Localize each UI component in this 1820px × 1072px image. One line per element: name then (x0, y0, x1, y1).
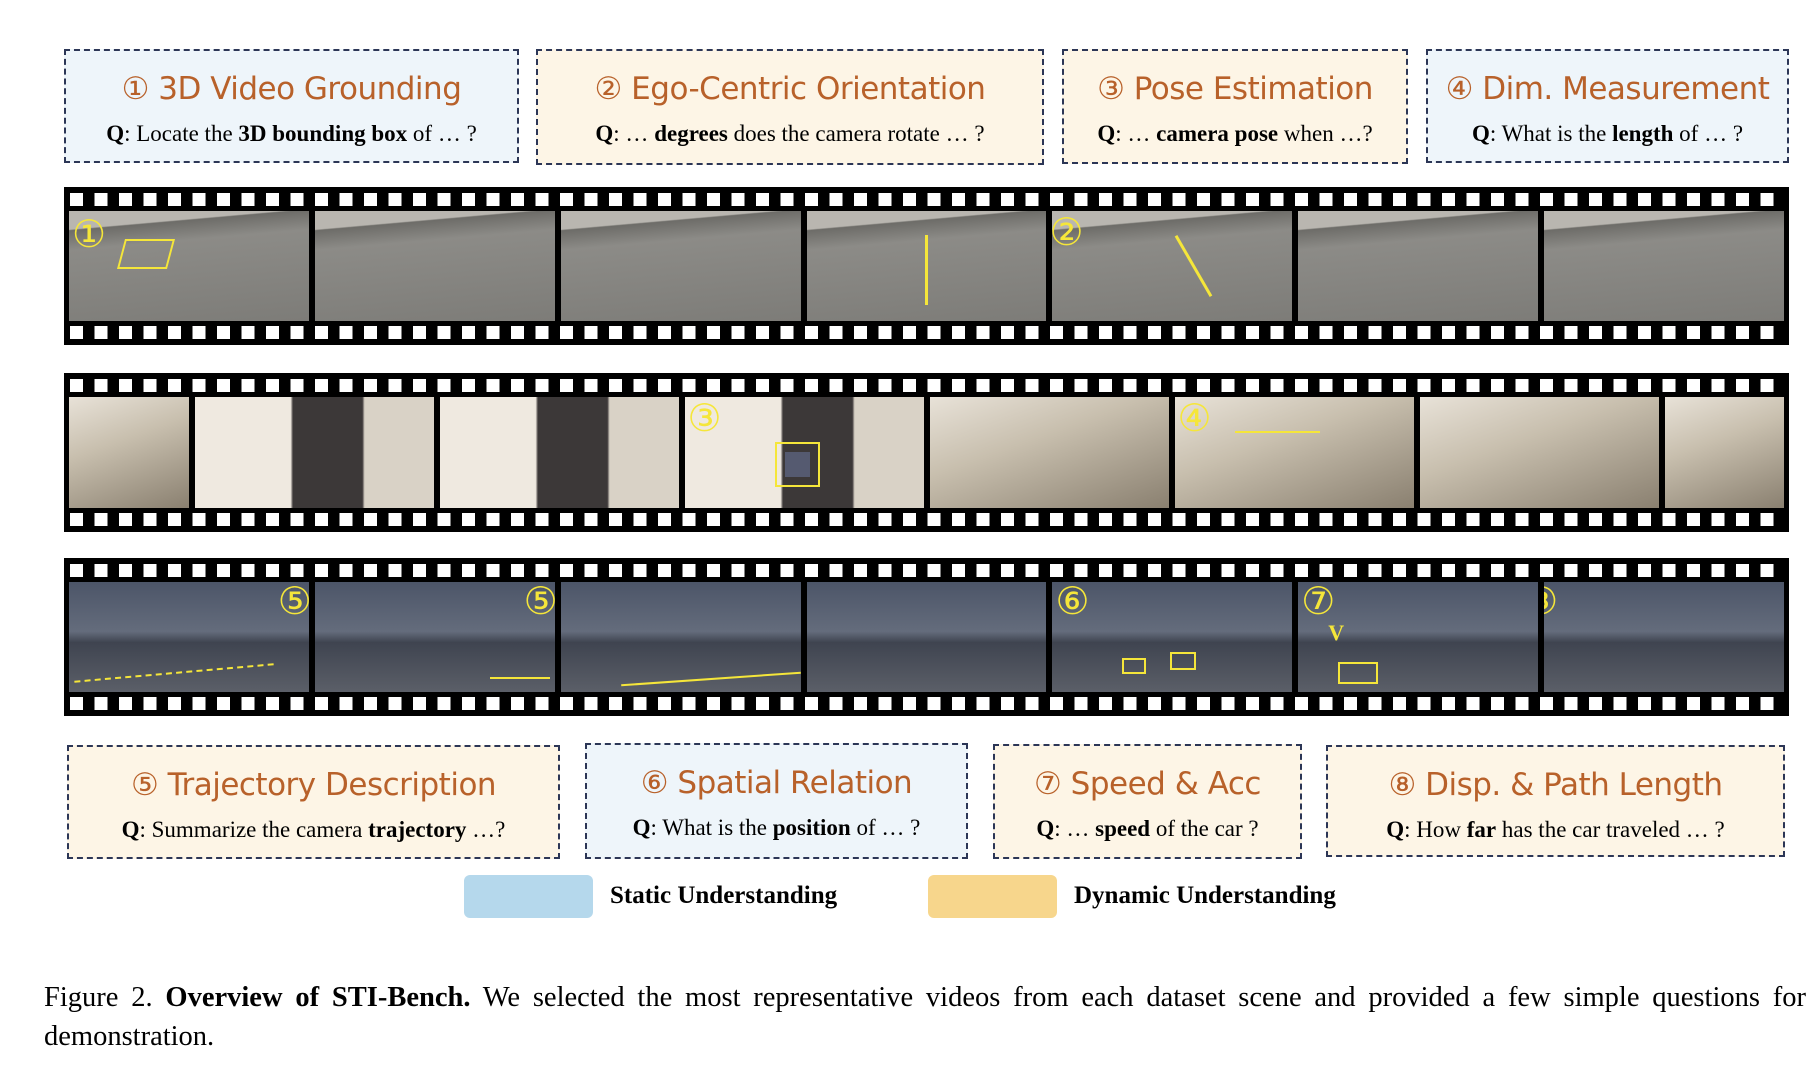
figure-caption: Figure 2. Overview of STI-Bench. We sele… (44, 982, 1806, 1052)
pose-axes-icon (774, 442, 820, 487)
task-card-dim-measurement: ④ Dim. Measurement Q: What is the length… (1426, 49, 1789, 163)
video-frame (806, 582, 1047, 692)
task-title: ① 3D Video Grounding (121, 71, 462, 107)
annotation-number: ② (1052, 211, 1084, 254)
task-question: Q: … camera pose when …? (1097, 121, 1373, 146)
video-frame: ⑦ V (1298, 582, 1539, 692)
film-strip-driving: ⑤ ⑤ ⑥ ⑦ V ⑧ (64, 558, 1789, 716)
task-card-trajectory-description: ⑤ Trajectory Description Q: Summarize th… (67, 745, 560, 859)
film-strip-bathroom: ③ ④ (64, 373, 1789, 532)
task-title: ② Ego-Centric Orientation (594, 71, 986, 107)
legend-swatch-dynamic (928, 875, 1057, 918)
trajectory-line (620, 671, 801, 687)
task-title: ⑧ Disp. & Path Length (1388, 767, 1723, 803)
film-strip-indoor-room: ① ② (64, 187, 1789, 345)
car-box-icon (1170, 652, 1197, 670)
camera-direction-arrow-icon (924, 235, 928, 305)
video-frame (1298, 211, 1539, 321)
annotation-number: ⑤ (523, 582, 555, 623)
video-frame: ⑧ (1544, 582, 1785, 692)
annotation-number: ⑦ (1301, 582, 1336, 623)
video-frame (439, 397, 679, 508)
task-question: Q: Locate the 3D bounding box of … ? (106, 121, 477, 146)
task-title: ④ Dim. Measurement (1445, 71, 1770, 107)
task-title: ⑤ Trajectory Description (130, 767, 497, 803)
video-frame: ② (1052, 211, 1293, 321)
annotation-number: ⑤ (277, 582, 309, 623)
video-frame (1419, 397, 1659, 508)
task-card-speed-acc: ⑦ Speed & Acc Q: … speed of the car ? (993, 744, 1302, 859)
annotation-number: ① (72, 212, 107, 256)
video-frame (560, 582, 801, 692)
video-frame (560, 211, 801, 321)
video-frame (1664, 397, 1784, 508)
video-frame: ③ (684, 397, 924, 508)
annotation-number: ⑥ (1055, 582, 1090, 623)
task-question: Q: … degrees does the camera rotate … ? (595, 121, 985, 146)
task-card-spatial-relation: ⑥ Spatial Relation Q: What is the positi… (585, 743, 968, 859)
task-question: Q: Summarize the camera trajectory …? (121, 817, 506, 842)
task-question: Q: … speed of the car ? (1036, 816, 1259, 841)
car-box-icon (1338, 662, 1379, 684)
video-frame (314, 211, 555, 321)
bounding-box-icon (116, 239, 176, 269)
video-frame: ⑥ (1052, 582, 1293, 692)
video-frame: ⑤ (69, 582, 309, 692)
car-box-icon (1122, 658, 1147, 674)
velocity-label: V (1328, 620, 1345, 645)
video-frame: ④ (1174, 397, 1414, 508)
annotation-number: ⑧ (1544, 582, 1558, 620)
trajectory-line (74, 663, 274, 683)
video-frame (1544, 211, 1785, 321)
length-measure-arrow-icon (1234, 431, 1320, 433)
task-card-pose-estimation: ③ Pose Estimation Q: … camera pose when … (1062, 49, 1408, 164)
task-card-disp-path-length: ⑧ Disp. & Path Length Q: How far has the… (1326, 745, 1785, 857)
annotation-number: ④ (1177, 397, 1212, 440)
video-frame: ⑤ (314, 582, 555, 692)
task-question: Q: What is the position of … ? (632, 815, 921, 840)
task-title: ⑦ Speed & Acc (1034, 766, 1261, 802)
video-frame (194, 397, 434, 508)
video-frame (929, 397, 1169, 508)
task-title: ⑥ Spatial Relation (640, 765, 913, 801)
video-frame: ① (69, 211, 309, 321)
task-question: Q: What is the length of … ? (1471, 121, 1744, 146)
annotation-number: ③ (687, 397, 722, 440)
trajectory-line (489, 677, 550, 679)
rotation-arrow-icon (1175, 234, 1213, 298)
task-card-3d-video-grounding: ① 3D Video Grounding Q: Locate the 3D bo… (64, 49, 519, 163)
legend-label-dynamic: Dynamic Understanding (1074, 882, 1336, 909)
legend-swatch-static (464, 875, 593, 918)
legend-label-static: Static Understanding (610, 882, 838, 909)
task-question: Q: How far has the car traveled … ? (1386, 817, 1725, 842)
task-title: ③ Pose Estimation (1097, 71, 1373, 107)
task-card-ego-centric-orientation: ② Ego-Centric Orientation Q: … degrees d… (536, 49, 1044, 165)
video-frame (69, 397, 189, 508)
video-frame (806, 211, 1047, 321)
